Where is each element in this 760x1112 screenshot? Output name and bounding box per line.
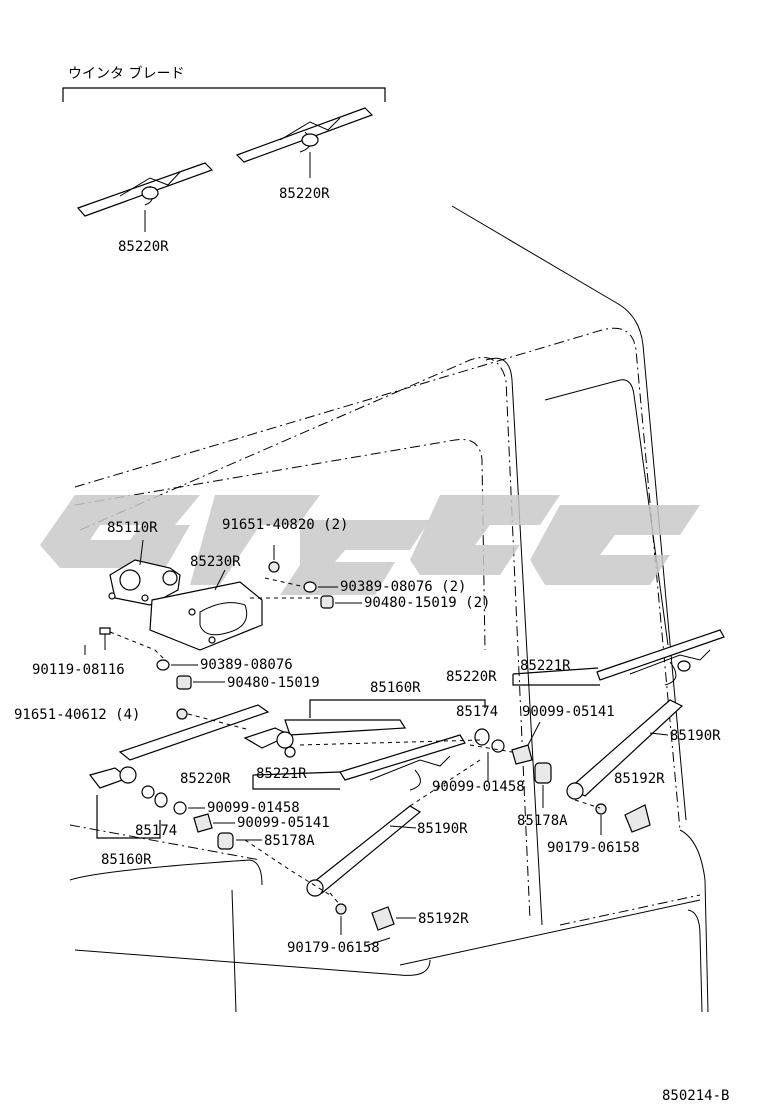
label-washer-bottom: 90099-01458 <box>207 800 300 816</box>
label-bushing-2: 90480-15019 (2) <box>364 595 490 611</box>
label-cap-a-bottom: 85178A <box>264 833 315 849</box>
diagram-code: 850214-B <box>662 1088 729 1104</box>
group-title: ウインタ ブレード <box>68 65 184 82</box>
nut-right-icon <box>595 803 607 815</box>
cover-bottom-icon <box>371 906 395 931</box>
label-nut-bottom: 90179-06158 <box>287 940 380 956</box>
washer-bottom-icon <box>173 801 187 815</box>
cover-right-icon <box>624 804 651 833</box>
pivot-top-icon <box>474 728 490 746</box>
bushing-lower-icon <box>176 675 192 690</box>
watermark-logo <box>40 495 700 595</box>
label-washer-top: 90099-01458 <box>432 779 525 795</box>
pivot-icon <box>154 792 168 808</box>
label-cover-right: 85192R <box>614 771 665 787</box>
washer-icon <box>303 581 317 593</box>
washer-lower-icon <box>156 659 170 671</box>
label-cap-bottom: 90099-05141 <box>237 815 330 831</box>
screw-lower-icon <box>176 708 188 720</box>
label-bracket: 85230R <box>190 554 241 570</box>
cap-a-bottom-icon <box>217 832 234 850</box>
wiper-blade-right-top <box>235 107 374 163</box>
label-bushing: 90480-15019 <box>227 675 320 691</box>
group-bracket <box>62 87 386 102</box>
label-blade-right-top: 85220R <box>279 186 330 202</box>
label-blade-left: 85220R <box>118 239 169 255</box>
label-blade-right: 85220R <box>446 669 497 685</box>
wiper-blade-right <box>596 629 725 686</box>
label-cover-bottom: 85192R <box>418 911 469 927</box>
label-washer-2: 90389-08076 (2) <box>340 579 466 595</box>
label-link-top: 85160R <box>370 680 421 696</box>
label-arm-mid: 85190R <box>417 821 468 837</box>
label-cap-top: 90099-05141 <box>522 704 615 720</box>
bolt-icon <box>99 627 111 650</box>
label-cap-a-top: 85178A <box>517 813 568 829</box>
label-link-bottom: 85160R <box>101 852 152 868</box>
wiper-arm-right <box>566 699 684 800</box>
label-nut-right: 90179-06158 <box>547 840 640 856</box>
label-arm-right: 85190R <box>670 728 721 744</box>
nut-bottom-icon <box>335 903 347 915</box>
motor-bracket <box>149 581 263 651</box>
screw-icon <box>268 561 280 573</box>
wiper-link-assembly <box>88 704 407 799</box>
cap-a-top-icon <box>534 762 552 784</box>
label-washer: 90389-08076 <box>200 657 293 673</box>
label-motor: 85110R <box>107 520 158 536</box>
cap-top-icon <box>511 744 533 765</box>
label-blade-mid: 85220R <box>180 771 231 787</box>
label-bolt: 90119-08116 <box>32 662 125 678</box>
cap-bottom-icon <box>193 813 213 833</box>
label-screw-2: 91651-40820 (2) <box>222 517 348 533</box>
bushing-icon <box>320 595 334 609</box>
label-refill-mid: 85221R <box>256 766 307 782</box>
wiper-arm-mid <box>306 805 422 897</box>
wiper-motor <box>108 559 181 606</box>
label-refill-right: 85221R <box>520 658 571 674</box>
wiper-blade-left <box>76 162 214 217</box>
label-screw-4: 91651-40612 (4) <box>14 707 140 723</box>
label-pivot-top: 85174 <box>456 704 498 720</box>
label-pivot-bottom: 85174 <box>135 823 177 839</box>
wiper-blade-mid <box>339 734 466 791</box>
vehicle-body-outline <box>69 205 709 1013</box>
